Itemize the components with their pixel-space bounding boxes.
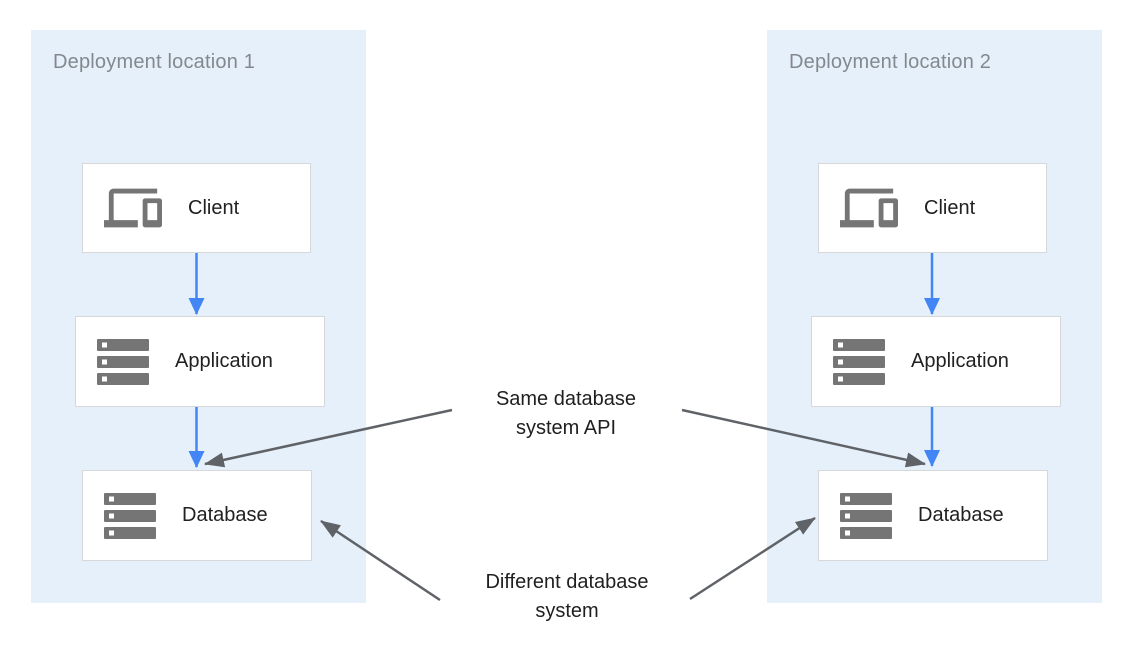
server-stack-icon bbox=[97, 338, 149, 385]
server-stack-icon bbox=[833, 338, 885, 385]
node-label: Client bbox=[188, 196, 240, 219]
node-label: Database bbox=[918, 504, 1004, 526]
annotation-line: system bbox=[535, 600, 599, 622]
annotation-different-database-system: Different database system bbox=[417, 568, 717, 626]
node-label: Application bbox=[175, 350, 273, 372]
node-database-2: Database bbox=[818, 470, 1048, 561]
node-client-1: Client bbox=[82, 163, 311, 253]
server-stack-icon bbox=[104, 492, 156, 539]
node-label: Database bbox=[182, 504, 268, 526]
annotation-line: system API bbox=[515, 417, 617, 439]
panel-title-2: Deployment location 2 bbox=[789, 51, 992, 73]
node-label: Client bbox=[924, 196, 976, 219]
deployment-location-2-panel: Deployment location 2 Client bbox=[767, 30, 1102, 603]
node-label: Application bbox=[911, 350, 1009, 372]
node-application-2: Application bbox=[811, 316, 1061, 407]
deployment-location-1-panel: Deployment location 1 Client bbox=[31, 30, 366, 603]
devices-icon bbox=[840, 179, 898, 237]
annotation-line: Same database bbox=[495, 388, 637, 410]
node-database-1: Database bbox=[82, 470, 312, 561]
node-client-2: Client bbox=[818, 163, 1047, 253]
annotation-line: Different database bbox=[485, 571, 649, 593]
annotation-same-database-system-api: Same database system API bbox=[416, 385, 716, 443]
server-stack-icon bbox=[840, 492, 892, 539]
node-application-1: Application bbox=[75, 316, 325, 407]
devices-icon bbox=[104, 179, 162, 237]
panel-title-1: Deployment location 1 bbox=[53, 51, 256, 73]
